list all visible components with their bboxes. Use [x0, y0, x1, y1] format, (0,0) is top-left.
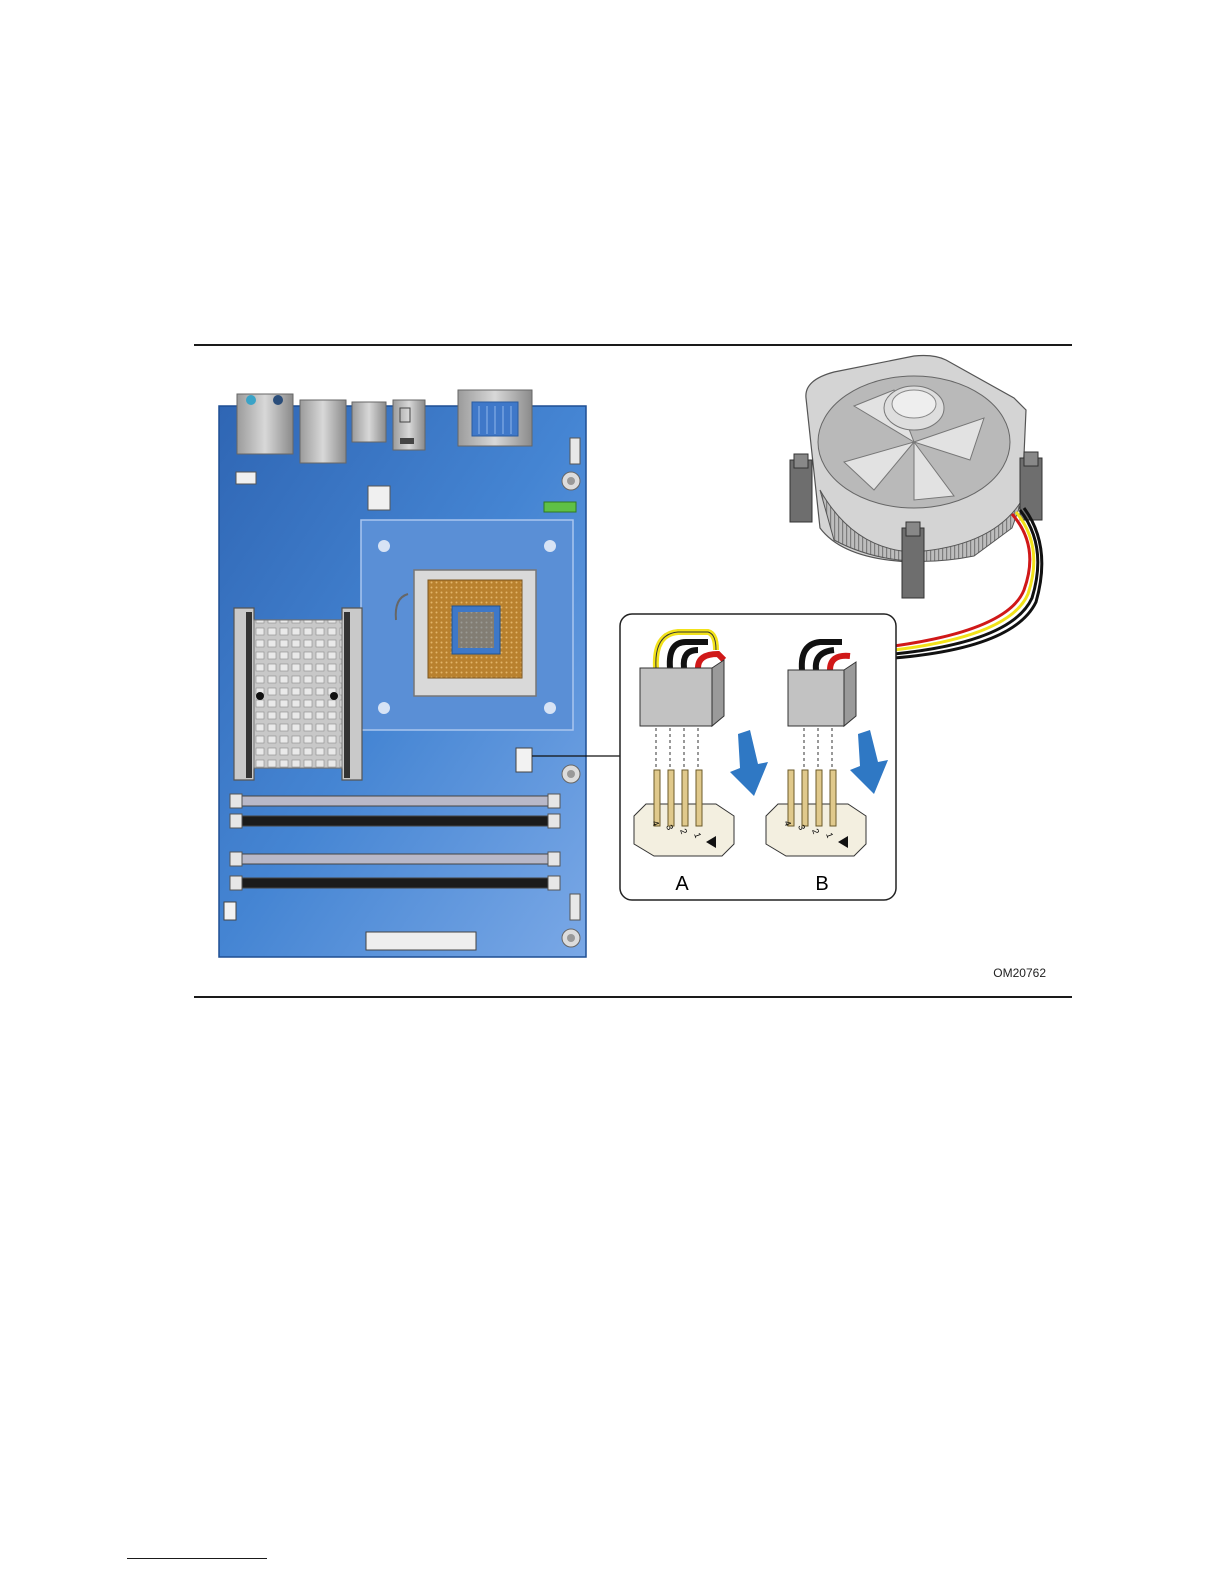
processor-socket: [361, 520, 573, 730]
footnote-rule: [127, 1558, 267, 1559]
callout-label-b: B: [815, 873, 828, 895]
callout-label-a: A: [675, 873, 689, 895]
bottom-rule: [194, 996, 1072, 998]
figure-svg: 4 3 2 1 A: [194, 350, 1072, 990]
figure-code: OM20762: [993, 966, 1046, 980]
atx-power-connector: [366, 932, 476, 950]
processor-cooler: [790, 356, 1042, 659]
fan-header-figure: 4 3 2 1 A: [194, 350, 1072, 990]
motherboard: [219, 390, 586, 957]
connector-callout: 4 3 2 1 A: [620, 614, 896, 900]
top-rule: [194, 344, 1072, 346]
chipset-heatsink: [234, 608, 362, 780]
board-fan-header: [516, 748, 532, 772]
